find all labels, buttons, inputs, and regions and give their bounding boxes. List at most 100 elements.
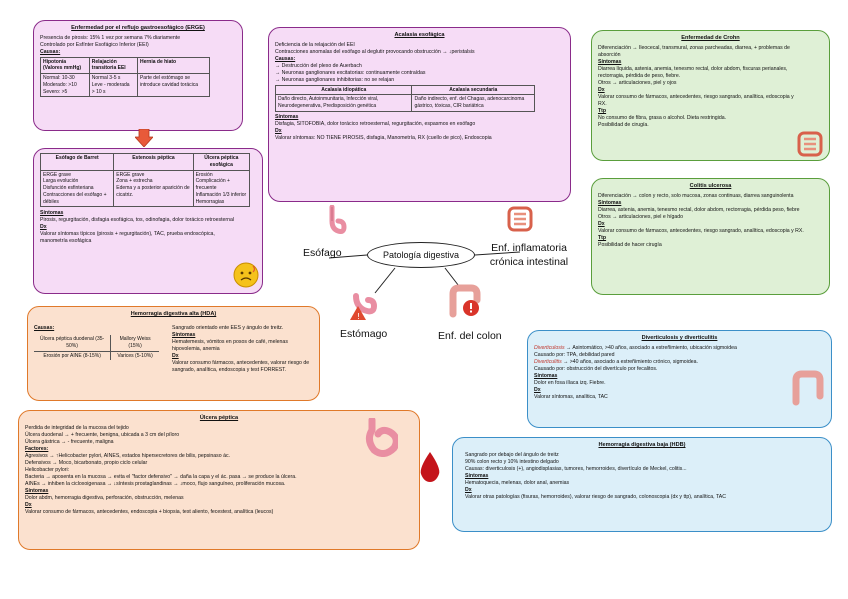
sintomas-label: Síntomas: [534, 372, 558, 379]
table-header: Acalasia secundaria: [411, 84, 535, 96]
sintomas-label: Síntomas: [598, 199, 622, 206]
table-header: Hernia de hiato: [136, 56, 211, 75]
acalasia-line: Contracciones anomalas del esófago al de…: [275, 48, 475, 55]
dx-label: Dx: [598, 86, 605, 93]
ttp-label: Ttp: [598, 234, 607, 241]
table-cell: ERGE grave Zona + estrecha Edema y a pos…: [113, 169, 194, 208]
heartburn-icon: [233, 262, 259, 288]
causas-label: Causas:: [34, 325, 55, 331]
causa-item: → Destrucción del plexo de Auerbach: [275, 62, 362, 69]
erge-box: Enfermedad por el reflujo gastroesofágic…: [33, 20, 243, 131]
dx-text: Valorar síntomas: NO TIENE PIROSIS, disf…: [275, 134, 492, 141]
label-inflamatoria: Enf. inflamatoria crónica intestinal: [489, 242, 569, 268]
diverticulosis-term: Diverticulosis: [534, 344, 565, 351]
complicaciones-box: Esófago de Barret Estenosis péptica Úlce…: [33, 148, 263, 294]
dx-text: Valorar síntomas típicos (pirosis + regu…: [40, 231, 215, 245]
hda-table: Úlcera péptica duodenal (35-50%) Mallory…: [34, 335, 159, 361]
intestine-icon: [797, 131, 823, 157]
ulcera-title: Úlcera péptica: [199, 415, 239, 421]
erge-causas-label: Causas:: [40, 48, 61, 55]
erge-line: Presencia de pirosis: 15% 1 vez por sema…: [40, 34, 181, 41]
table-header: Esófago de Barret: [39, 153, 115, 171]
blood-drop-icon: [420, 452, 440, 482]
complicaciones-table: Esófago de Barret Estenosis péptica Úlce…: [39, 153, 251, 208]
diverticulosis-title: Diverticulosis y diverticulitis: [641, 335, 718, 341]
diverticulosis-desc: → Asintomático, >40 años, asociado a est…: [564, 344, 737, 351]
diverticulitis-desc: → >40 años, asociado a estreñimiento cró…: [561, 358, 698, 365]
diverticulosis-cause: Causado por: TPA, debilidad pared: [534, 351, 615, 358]
sintomas-text: Pirosis, regurgitación, disfagia esofági…: [40, 217, 235, 224]
dx-text: Valorar consumo de fármacos, antecedente…: [25, 508, 274, 515]
table-cell: Erosión Complicación + frecuente Inflama…: [192, 169, 251, 208]
table-header: Hipotonía (Valores mmHg): [40, 56, 90, 75]
acalasia-box: Acalasia esofágica Deficiencia de la rel…: [268, 27, 571, 202]
ulcera-box: Úlcera péptica Perdida de integridad de …: [18, 410, 420, 550]
arrow-down-icon: [135, 129, 153, 147]
factores-label: Factores:: [25, 445, 49, 452]
dx-label: Dx: [465, 486, 472, 493]
crohn-box: Enfermedad de Crohn Diferenciación → Ile…: [591, 30, 830, 161]
table-cell: Daño directo, Autoinmunitaria, Infección…: [274, 94, 413, 112]
hdb-line: 90% colon recto y 10% intestino delgado: [465, 458, 559, 465]
dx-label: Dx: [275, 127, 282, 134]
helico-item: AINEs → inhiben la cicloxoigenasa → ↓sín…: [25, 480, 286, 487]
hdb-line: Causas: diverticulosis (+), angiodisplas…: [465, 465, 687, 472]
dx-label: Dx: [172, 353, 179, 360]
table-header: Relajación transitoria EEI: [88, 56, 138, 75]
dx-text: Valorar consumo de fármacos, antecedente…: [598, 227, 804, 234]
sintomas-label: Síntomas: [172, 332, 196, 339]
sintomas-label: Síntomas: [40, 210, 64, 217]
acalasia-table: Acalasia idiopática Acalasia secundaria …: [274, 84, 535, 112]
table-header: Úlcera péptica esofágica: [192, 153, 251, 171]
ulcera-line: Úlcera duodenal → + frecuente, benigna, …: [25, 431, 180, 438]
sintomas-text: Hematoquecia, melenas, dolor anal, anemi…: [465, 479, 570, 486]
dx-label: Dx: [40, 224, 47, 231]
table-cell: Varices (5-10%): [110, 350, 159, 361]
colitis-intro: Diferenciación → colon y recto, solo muc…: [598, 192, 794, 199]
colitis-title: Colitis ulcerosa: [689, 183, 732, 189]
colitis-box: Colitis ulcerosa Diferenciación → colon …: [591, 178, 830, 295]
dx-label: Dx: [534, 386, 541, 393]
sintomas-text: Dolor en fosa ilíaca izq. Fiebre.: [534, 379, 606, 386]
causas-label: Causas:: [275, 55, 296, 62]
stomach-icon: [365, 418, 398, 457]
table-cell: Parte del estómago se introduce cavidad …: [136, 73, 211, 98]
factor-item: Defensivos → Moco, bicarbonato, propio c…: [25, 459, 148, 466]
sintomas-text: Otros → articulaciones, piel e hígado: [598, 213, 684, 220]
acalasia-line: Deficiencia de la relajación del EEI: [275, 41, 355, 48]
helico-item: Bacteria → aposenta en la mucosa → evita…: [25, 473, 297, 480]
svg-text:!: !: [357, 312, 360, 320]
dx-label: Dx: [25, 501, 32, 508]
hdb-title: Hemorragia digestiva baja (HDB): [598, 442, 686, 448]
diverticulosis-box: Diverticulosis y diverticulitis Divertic…: [527, 330, 832, 428]
table-cell: Mallory Weiss (15%): [110, 335, 159, 352]
label-colon: Enf. del colon: [438, 330, 502, 342]
ttp-text: Posibilidad de hacer cirugía: [598, 241, 662, 248]
table-header: Estenosis péptica: [113, 153, 194, 171]
dx-text: Valorar síntomas, analítica, TAC: [534, 393, 608, 400]
label-estomago: Estómago: [340, 328, 388, 340]
table-cell: Daño indirecto, enf. del Chagas, adenoca…: [411, 94, 535, 112]
causa-item: → Neuronas ganglionares inhibitorias: no…: [275, 76, 395, 83]
esophagus-icon: [329, 205, 347, 234]
ttp-text: Posibilidad de cirugía.: [598, 121, 649, 128]
helico-item: Helicobacter pylori:: [25, 466, 70, 473]
sintomas-text: Disfagia, SITOFOBIA, dolor torácico retr…: [275, 120, 476, 127]
diverticulosis-line: Diverticulosis → Asintomático, >40 años,…: [534, 345, 825, 352]
hda-title: Hemorragia digestiva alta (HDA): [130, 311, 217, 317]
table-cell: Erosión por AINE (8-15%): [34, 350, 112, 361]
ttp-text: No consumo de fibra, grasa o alcohol. Di…: [598, 114, 727, 121]
colon-icon: [792, 370, 824, 406]
table-cell: Úlcera péptica duodenal (35-50%): [34, 335, 112, 352]
label-esofago: Esófago: [303, 247, 342, 259]
hdb-box: Hemorragia digestiva baja (HDB) Sangrado…: [452, 437, 832, 532]
crohn-intro: Diferenciación → Ileocecal, transmural, …: [598, 44, 790, 58]
sintomas-label: Síntomas: [465, 472, 489, 479]
sintomas-text: Diarrea líquida, astenia, anemia, tenesm…: [598, 65, 788, 79]
table-cell: Normal 3-5 s Leve - moderada > 10 s: [88, 73, 138, 98]
dx-text: Valorar consumo de fármacos, antecedente…: [598, 93, 794, 107]
table-cell: Normal: 10-30 Moderado: >10 Severo: >5: [40, 73, 90, 98]
dx-text: Valorar consumo fármacos, antecedentes, …: [172, 360, 310, 374]
hdb-line: Sangrado por debajo del ángulo de treitz: [465, 451, 559, 458]
table-header: Acalasia idiopática: [274, 84, 413, 96]
